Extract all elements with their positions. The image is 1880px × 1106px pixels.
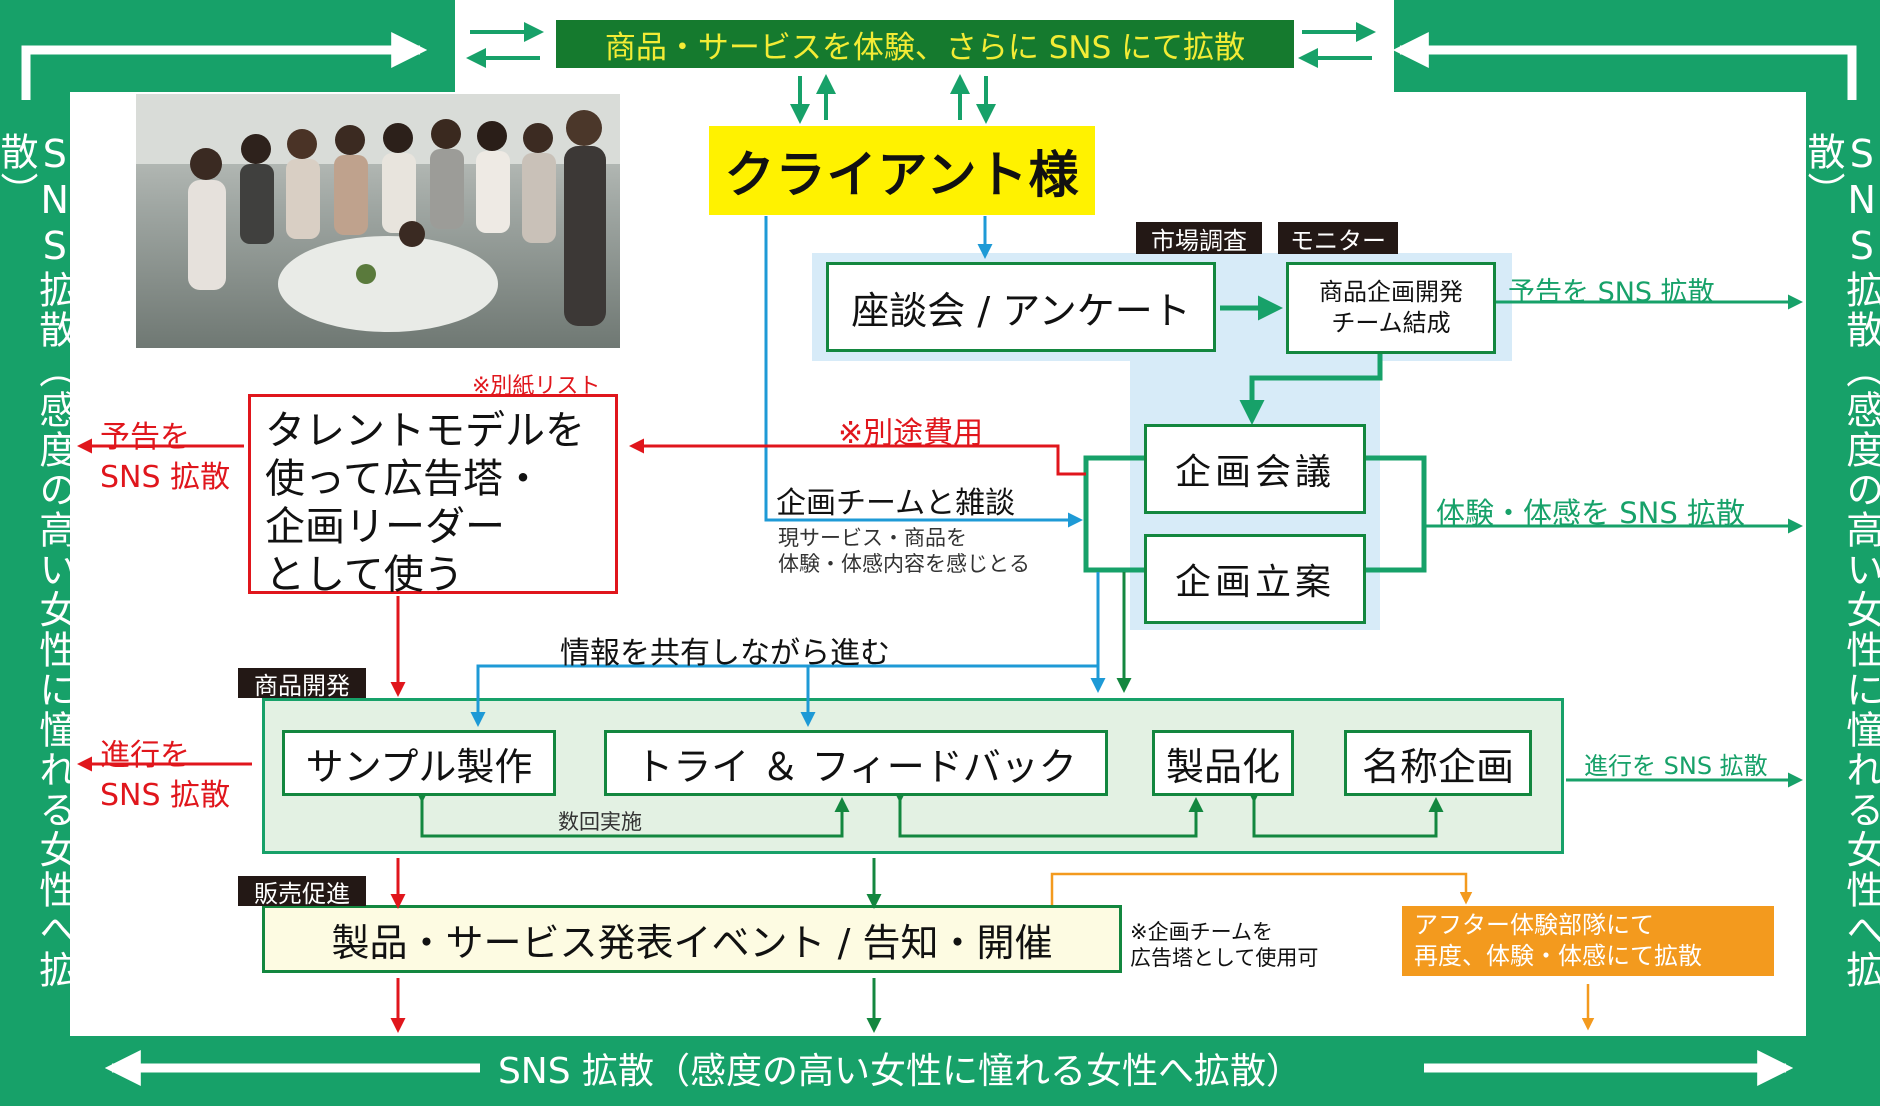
tag-market-research: 市場調査: [1136, 222, 1262, 255]
naming-box: 名称企画: [1344, 730, 1532, 796]
tag-product-dev: 商品開発: [238, 668, 366, 700]
trial-box: トライ ＆ フィードバック: [604, 730, 1108, 796]
left-notice-line2: SNS 拡散: [100, 460, 231, 495]
top-banner: 商品・サービスを体験、さらに SNS にて拡散: [556, 20, 1294, 68]
list-note: ※別紙リスト: [472, 374, 601, 399]
chat-sub-line2: 体験・体感内容を感じとる: [778, 552, 1030, 576]
client-box: クライアント様: [709, 126, 1095, 215]
event-text: 製品・サービス発表イベント / 告知・開催: [331, 920, 1053, 965]
team-box-line2: チーム結成: [1331, 309, 1451, 337]
productize-box: 製品化: [1152, 730, 1294, 796]
extra-cost-label: ※別途費用: [838, 416, 984, 451]
bottom-banner: SNS 拡散（感度の高い女性に憧れる女性へ拡散）: [497, 1051, 1303, 1092]
talent-line4: として使う: [265, 552, 464, 598]
team-box-line1: 商品企画開発: [1319, 277, 1463, 306]
group-photo: [136, 94, 620, 348]
event-note-line2: 広告塔として使用可: [1130, 946, 1319, 970]
frame-left: [0, 0, 70, 1106]
chat-label: 企画チームと雑談: [776, 486, 1016, 521]
left-notice-line1: 予告を: [100, 420, 190, 455]
progress-sns-label: 進行を SNS 拡散: [1584, 752, 1768, 780]
talent-line1: タレントモデルを: [265, 408, 585, 454]
experience-sns-label: 体験・体感を SNS 拡散: [1436, 496, 1745, 530]
talent-line2: 使って広告塔・: [265, 456, 543, 502]
team-box: 商品企画開発 チーム結成: [1286, 262, 1496, 354]
sample-box: サンプル製作: [282, 730, 556, 796]
group-photo-illustration: [136, 94, 620, 332]
tag-sales-promo: 販売促進: [238, 876, 366, 908]
talent-line3: 企画リーダー: [265, 504, 505, 550]
talent-box: タレントモデルを 使って広告塔・ 企画リーダー として使う: [248, 394, 618, 598]
event-note-line1: ※企画チームを: [1130, 920, 1273, 944]
frame-right: [1806, 0, 1880, 1106]
share-label: 情報を共有しながら進む: [560, 636, 890, 671]
after-team-box: アフター体験部隊にて 再度、体験・体感にて拡散: [1402, 906, 1774, 976]
survey-box: 座談会 / アンケート: [826, 262, 1216, 352]
tag-monitor: モニター: [1278, 222, 1398, 255]
after-team-line1: アフター体験部隊にて: [1414, 911, 1654, 939]
left-progress-line1: 進行を: [100, 738, 190, 773]
side-text-left: SNS拡散（感度の高い女性に憧れる女性へ拡散）: [0, 132, 77, 990]
meeting-box: 企画会議: [1144, 424, 1366, 514]
after-team-line2: 再度、体験・体感にて拡散: [1414, 942, 1702, 971]
planning-box: 企画立案: [1144, 534, 1366, 624]
event-panel: [262, 905, 1122, 973]
left-progress-line2: SNS 拡散: [100, 778, 231, 813]
repeat-label: 数回実施: [558, 810, 642, 834]
notice-sns-label: 予告を SNS 拡散: [1508, 277, 1715, 308]
chat-sub-line1: 現サービス・商品を: [778, 526, 967, 550]
side-text-right: SNS拡散（感度の高い女性に憧れる女性へ拡散）: [1801, 132, 1880, 990]
